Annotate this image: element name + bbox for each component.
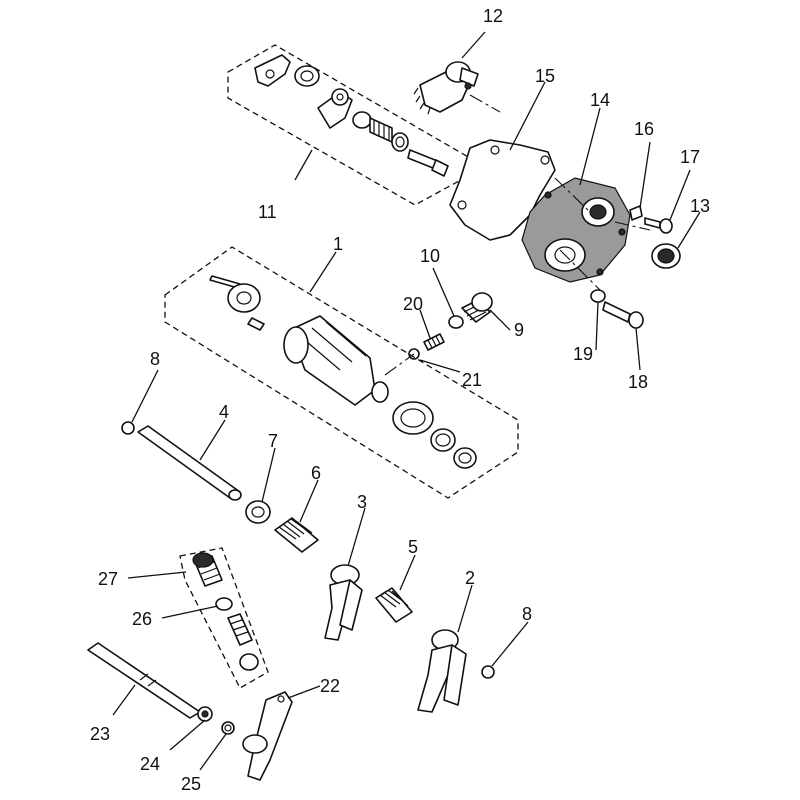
shift-drum-kit-parts — [209, 275, 477, 469]
callout-21: 21 — [462, 370, 482, 390]
callout-9: 9 — [514, 320, 524, 340]
collar-7 — [245, 500, 271, 524]
callout-2: 2 — [465, 568, 475, 588]
callout-27: 27 — [98, 569, 118, 589]
washer-24 — [197, 706, 213, 722]
shift-fork-3 — [324, 564, 363, 641]
bolt-18 — [602, 301, 644, 329]
washer-10 — [448, 315, 464, 329]
callout-4: 4 — [219, 402, 229, 422]
leader-lines — [112, 31, 701, 771]
callout-23: 23 — [90, 724, 110, 744]
shift-fork-2 — [417, 629, 467, 713]
plug-9 — [461, 292, 493, 323]
callout-13: 13 — [690, 196, 710, 216]
callout-22: 22 — [320, 676, 340, 696]
callout-19: 19 — [573, 344, 593, 364]
callout-8-lower: 8 — [522, 604, 532, 624]
callout-17: 17 — [680, 147, 700, 167]
callout-15: 15 — [535, 66, 555, 86]
clip-8-lower — [481, 665, 495, 679]
callout-3: 3 — [357, 492, 367, 512]
callout-labels: 1 2 3 4 5 6 7 8 8 9 10 11 12 13 14 15 16… — [90, 6, 710, 794]
shaft-23 — [87, 642, 201, 719]
callout-25: 25 — [181, 774, 201, 794]
callout-12: 12 — [483, 6, 503, 26]
kit-1-outline — [164, 246, 519, 499]
clip-8-upper — [121, 421, 135, 435]
callout-14: 14 — [590, 90, 610, 110]
callout-10: 10 — [420, 246, 440, 266]
callout-5: 5 — [408, 537, 418, 557]
spring-20 — [423, 333, 445, 351]
washer-25 — [221, 721, 235, 735]
callout-8-upper: 8 — [150, 349, 160, 369]
callout-11: 11 — [258, 202, 277, 222]
callout-7: 7 — [268, 431, 278, 451]
segment-gear-12 — [413, 61, 479, 115]
callout-6: 6 — [311, 463, 321, 483]
shift-fork-22 — [242, 691, 293, 781]
shift-lever-kit-parts — [254, 54, 449, 177]
callout-26: 26 — [132, 609, 152, 629]
callout-18: 18 — [628, 372, 648, 392]
callout-1: 1 — [333, 234, 343, 254]
kit-11-outline — [227, 44, 471, 206]
callout-24: 24 — [140, 754, 160, 774]
seal-13 — [651, 243, 681, 269]
kit-27-outline — [179, 547, 269, 689]
plunger-kit-parts — [192, 552, 259, 671]
dowel-19 — [590, 289, 606, 303]
spring-5 — [375, 587, 413, 623]
spring-6 — [274, 517, 319, 553]
pin-16 — [629, 205, 643, 221]
callout-20: 20 — [403, 294, 423, 314]
bolt-17 — [644, 217, 673, 234]
callout-16: 16 — [634, 119, 654, 139]
shift-rod-4 — [137, 425, 242, 501]
